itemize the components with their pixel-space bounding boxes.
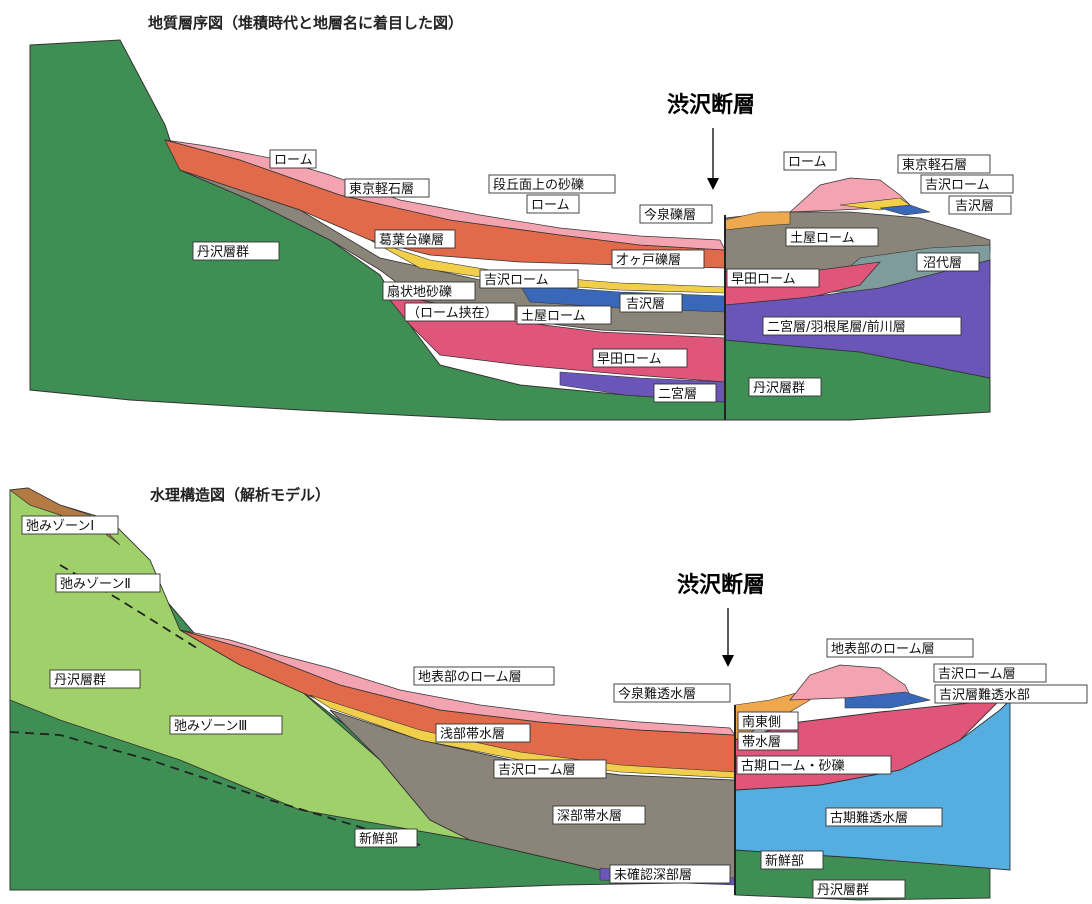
bottom-label-fresh-right: 新鮮部 (765, 853, 804, 869)
top-title: 地質層序図（堆積時代と地層名に着目した図） (148, 14, 463, 32)
top-label-soda-loam-right: 早田ローム (731, 272, 796, 287)
top-label-kisawa-layer-left: 吉沢層 (626, 297, 665, 312)
top-label-loam-2: ローム (531, 198, 570, 213)
top-label-tsuchiya-loam-left: 土屋ローム (521, 309, 586, 324)
top-label-loam-1: ローム (274, 153, 313, 168)
bottom-label-loose-zone-3: 弛みゾーンⅢ (174, 719, 247, 734)
top-label-ninomiya-haneo-maekawa: 二宮層/羽根尾層/前川層 (767, 319, 906, 335)
bottom-layer-surface-left (179, 629, 736, 736)
bottom-label-tanzawa-group-left: 丹沢層群 (54, 673, 106, 688)
top-label-alluvial-fan: 扇状地砂礫 (387, 284, 452, 300)
bottom-fault-label: 渋沢断層 (677, 572, 765, 598)
top-label-imaizumi-gravel: 今泉礫層 (644, 207, 696, 223)
bottom-label-loose-zone-1: 弛みゾーンⅠ (26, 519, 94, 534)
bottom-label-southeast: 南東側 (742, 714, 781, 730)
top-label-kisawa-loam-right: 吉沢ローム (925, 178, 990, 193)
bottom-label-kisawa-aquitard: 吉沢層難透水部 (939, 688, 1030, 703)
top-section: 地質層序図（堆積時代と地層名に着目した図） 渋沢断層 (29, 14, 1014, 421)
top-label-tanzawa-group-left: 丹沢層群 (197, 245, 249, 260)
bottom-label-fresh-left: 新鮮部 (359, 831, 398, 847)
bottom-layer-blue-right (844, 691, 932, 709)
top-label-soda-loam-left: 早田ローム (597, 352, 662, 367)
top-label-kisawa-layer-right: 吉沢層 (955, 199, 994, 214)
bottom-label-kisawa-loam-left: 吉沢ローム層 (498, 763, 576, 778)
top-label-numashiro: 沼代層 (923, 256, 962, 271)
bottom-label-unconfirmed-deep: 未確認深部層 (614, 867, 692, 883)
bottom-label-old-aquitard: 古期難透水層 (830, 811, 908, 826)
top-label-tanzawa-group-right: 丹沢層群 (753, 381, 805, 396)
bottom-label-old-loam-gravel: 古期ローム・砂礫 (741, 758, 845, 774)
top-label-kisawa-loam-left: 吉沢ローム (484, 273, 549, 288)
top-label-ninomiya-left: 二宮層 (658, 386, 697, 402)
top-label-saigado-gravel: 才ヶ戸礫層 (616, 252, 681, 268)
bottom-label-loose-zone-2: 弛みゾーンⅡ (60, 577, 131, 592)
bottom-label-kisawa-loam-right: 吉沢ローム層 (938, 667, 1016, 682)
bottom-label-tanzawa-group-right: 丹沢層群 (817, 883, 869, 898)
bottom-fault-arrow-head (722, 655, 734, 667)
top-labels: ローム 東京軽石層 段丘面上の砂礫 ローム 今泉礫層 丹沢層群 葛葉台礫層 才ヶ… (192, 149, 1014, 403)
bottom-dashed-zone-line-2 (9, 731, 421, 846)
bottom-label-surface-loam-right: 地表部のローム層 (831, 642, 935, 657)
top-label-tsuchiya-loam-right: 土屋ローム (790, 231, 855, 246)
top-label-loam-right: ローム (788, 155, 827, 170)
top-fault-arrow-head (707, 178, 719, 190)
bottom-label-shallow-aquifer: 浅部帯水層 (440, 727, 505, 742)
top-label-loam-intercalated: （ローム挟在） (407, 306, 498, 321)
bottom-section: 水理構造図（解析モデル） 渋沢断層 弛みゾーンⅠ 弛みゾーンⅡ (9, 486, 1088, 901)
bottom-label-surface-loam-left: 地表部のローム層 (418, 670, 522, 685)
top-label-tokyo-pumice-1: 東京軽石層 (349, 181, 414, 197)
top-fault-label: 渋沢断層 (667, 92, 755, 118)
bottom-title: 水理構造図（解析モデル） (150, 486, 330, 504)
top-label-kuzuhadai-gravel: 葛葉台礫層 (379, 232, 444, 248)
top-label-terrace-gravel: 段丘面上の砂礫 (493, 177, 584, 193)
bottom-label-deep-aquifer: 深部帯水層 (557, 809, 622, 824)
bottom-label-imaizumi-aquitard: 今泉難透水層 (618, 686, 696, 702)
top-label-tokyo-pumice-right: 東京軽石層 (902, 157, 967, 173)
top-layer-blue-right (879, 204, 931, 216)
bottom-label-aquifer-right: 帯水層 (742, 735, 781, 750)
bottom-labels: 弛みゾーンⅠ 弛みゾーンⅡ 丹沢層群 弛みゾーンⅢ 地表部のローム層 今泉難透水… (21, 515, 1088, 899)
